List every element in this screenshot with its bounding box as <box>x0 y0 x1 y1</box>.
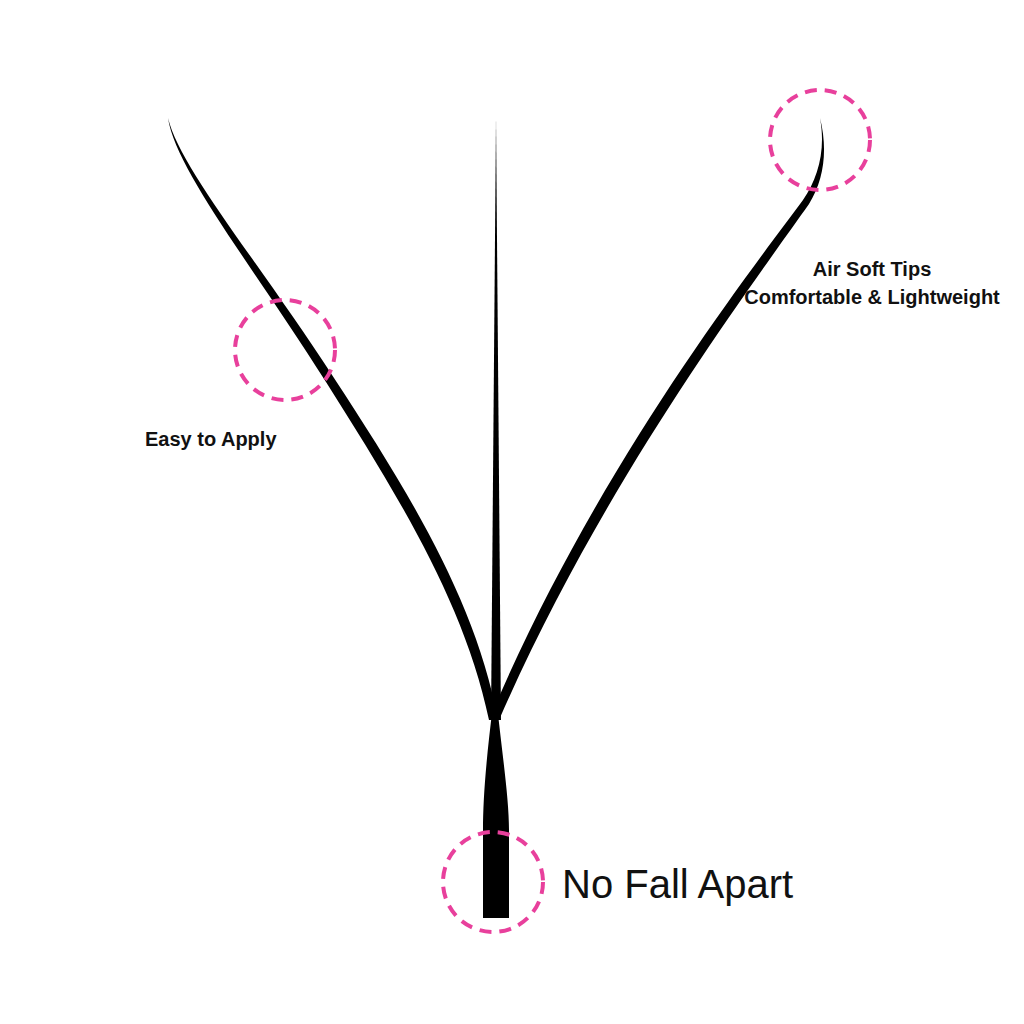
highlight-circle <box>235 300 335 400</box>
right-strand <box>489 118 824 720</box>
highlight-circle <box>770 90 870 190</box>
left-strand <box>168 118 498 720</box>
middle-strand <box>491 118 501 720</box>
lash-base <box>483 705 509 918</box>
feature-label: Air Soft Tips <box>813 258 932 281</box>
feature-heading: No Fall Apart <box>562 862 793 907</box>
feature-label: Easy to Apply <box>145 428 277 451</box>
feature-label: Comfortable & Lightweight <box>744 286 1000 309</box>
highlight-circle <box>443 832 543 932</box>
